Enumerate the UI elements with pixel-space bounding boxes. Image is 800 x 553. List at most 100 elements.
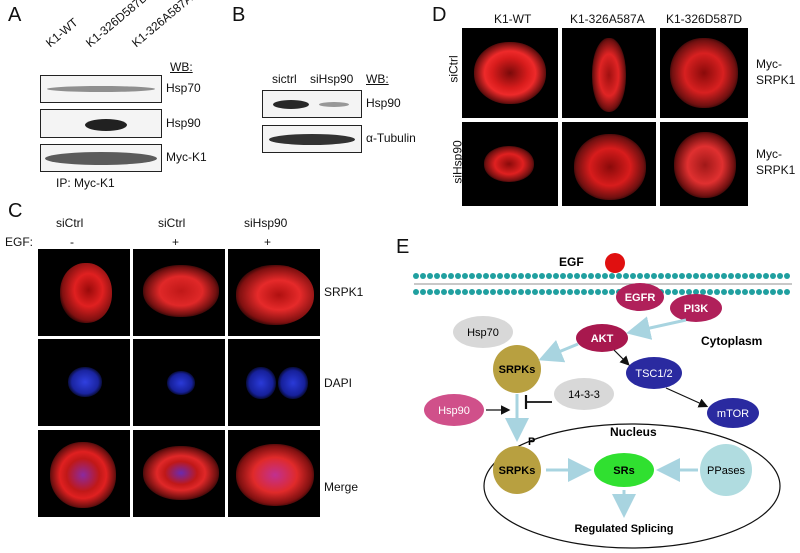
egf-ligand bbox=[605, 253, 625, 273]
blot-label-hsp70: Hsp70 bbox=[166, 81, 201, 95]
lipid-head bbox=[756, 273, 762, 279]
lipid-head bbox=[784, 273, 790, 279]
lipid-head bbox=[728, 289, 734, 295]
arrow-akt-srpks bbox=[538, 340, 579, 363]
srs-text: SRs bbox=[613, 465, 634, 477]
panel-b-label: B bbox=[232, 4, 246, 26]
row-label-srpk1: SRPK1 bbox=[324, 285, 364, 299]
wb-label-a: WB: bbox=[170, 60, 193, 74]
lipid-head bbox=[749, 273, 755, 279]
col-label-k1-326a587a-d: K1-326A587A bbox=[570, 12, 645, 26]
lipid-head bbox=[427, 273, 433, 279]
lipid-head bbox=[483, 273, 489, 279]
lipid-head bbox=[672, 273, 678, 279]
lipid-head bbox=[497, 289, 503, 295]
hsp70-text: Hsp70 bbox=[467, 327, 499, 339]
lipid-head bbox=[686, 273, 692, 279]
lipid-head bbox=[609, 289, 615, 295]
micrograph-d-wt-ctrl bbox=[462, 28, 558, 118]
lipid-head bbox=[672, 289, 678, 295]
lipid-head bbox=[630, 273, 636, 279]
lipid-head bbox=[462, 273, 468, 279]
lipid-head bbox=[770, 273, 776, 279]
panel-d-label: D bbox=[432, 4, 447, 26]
srpks-cyto-text: SRPKs bbox=[499, 364, 536, 376]
micrograph-d-aa-sihsp90 bbox=[562, 122, 656, 206]
lipid-head bbox=[721, 273, 727, 279]
lipid-head bbox=[539, 289, 545, 295]
ppases-node bbox=[700, 444, 752, 496]
lipid-head bbox=[448, 273, 454, 279]
lipid-head bbox=[609, 273, 615, 279]
lipid-head bbox=[420, 273, 426, 279]
lipid-head bbox=[504, 289, 510, 295]
lipid-head bbox=[567, 289, 573, 295]
micrograph-dapi-1 bbox=[38, 339, 130, 426]
lipid-head bbox=[546, 289, 552, 295]
lipid-head bbox=[434, 273, 440, 279]
lipid-head bbox=[616, 273, 622, 279]
lipid-head bbox=[602, 289, 608, 295]
egfr-node bbox=[616, 283, 664, 311]
lipid-head bbox=[735, 289, 741, 295]
lipid-head bbox=[679, 273, 685, 279]
lipid-head bbox=[462, 289, 468, 295]
lipid-head bbox=[469, 273, 475, 279]
micrograph-d-dd-sihsp90 bbox=[660, 122, 748, 206]
row-label-dapi: DAPI bbox=[324, 376, 353, 390]
hsp90-node bbox=[424, 394, 484, 426]
phospho-p-text: P bbox=[528, 436, 535, 448]
panel-e-label: E bbox=[396, 236, 410, 258]
col-label-sictrl-1: siCtrl bbox=[56, 216, 84, 230]
lipid-head bbox=[567, 273, 573, 279]
lipid-head bbox=[497, 273, 503, 279]
lipid-head bbox=[490, 273, 496, 279]
lipid-head bbox=[770, 289, 776, 295]
lipid-head bbox=[581, 273, 587, 279]
lipid-head bbox=[728, 273, 734, 279]
akt-node bbox=[576, 324, 628, 352]
lipid-head bbox=[476, 289, 482, 295]
micrograph-merge-1 bbox=[38, 430, 130, 517]
lipid-head bbox=[448, 289, 454, 295]
micrograph-srpk1-1 bbox=[38, 249, 130, 336]
lane-label-k1-wt: K1-WT bbox=[43, 15, 81, 50]
row-label-merge: Merge bbox=[324, 480, 359, 494]
lipid-head bbox=[637, 273, 643, 279]
lipid-head bbox=[749, 289, 755, 295]
lipid-head bbox=[742, 273, 748, 279]
lipid-head bbox=[700, 273, 706, 279]
micrograph-merge-2 bbox=[133, 430, 225, 517]
lipid-head bbox=[476, 273, 482, 279]
lipid-head bbox=[490, 289, 496, 295]
lipid-head bbox=[413, 289, 419, 295]
lipid-head bbox=[777, 273, 783, 279]
nucleus-outline bbox=[483, 423, 781, 549]
lipid-head bbox=[553, 273, 559, 279]
lipid-head bbox=[532, 273, 538, 279]
egf-minus: - bbox=[70, 235, 74, 249]
micrograph-d-dd-ctrl bbox=[660, 28, 748, 118]
lipid-head bbox=[714, 289, 720, 295]
lipid-head bbox=[595, 289, 601, 295]
lipid-head bbox=[707, 273, 713, 279]
col-label-sictrl-2: siCtrl bbox=[158, 216, 186, 230]
blot-label-tubulin: α-Tubulin bbox=[366, 131, 416, 145]
egf-text: EGF bbox=[559, 255, 584, 269]
lipid-head bbox=[623, 273, 629, 279]
lipid-head bbox=[651, 273, 657, 279]
row-label-sictrl-d: siCtrl bbox=[446, 55, 461, 83]
panel-a-label: A bbox=[8, 4, 22, 26]
cytoplasm-text: Cytoplasm bbox=[701, 334, 762, 348]
blot-label-hsp90-b: Hsp90 bbox=[366, 96, 401, 110]
lipid-head bbox=[539, 273, 545, 279]
ppases-text: PPases bbox=[707, 465, 745, 477]
mtor-text: mTOR bbox=[717, 408, 749, 420]
micrograph-merge-3 bbox=[228, 430, 320, 517]
lipid-head bbox=[721, 289, 727, 295]
lipid-head bbox=[504, 273, 510, 279]
protein-14-3-3-text: 14-3-3 bbox=[568, 389, 600, 401]
lipid-head bbox=[518, 289, 524, 295]
srpks-cyto-node bbox=[493, 345, 541, 393]
blot-hsp70 bbox=[40, 75, 162, 103]
